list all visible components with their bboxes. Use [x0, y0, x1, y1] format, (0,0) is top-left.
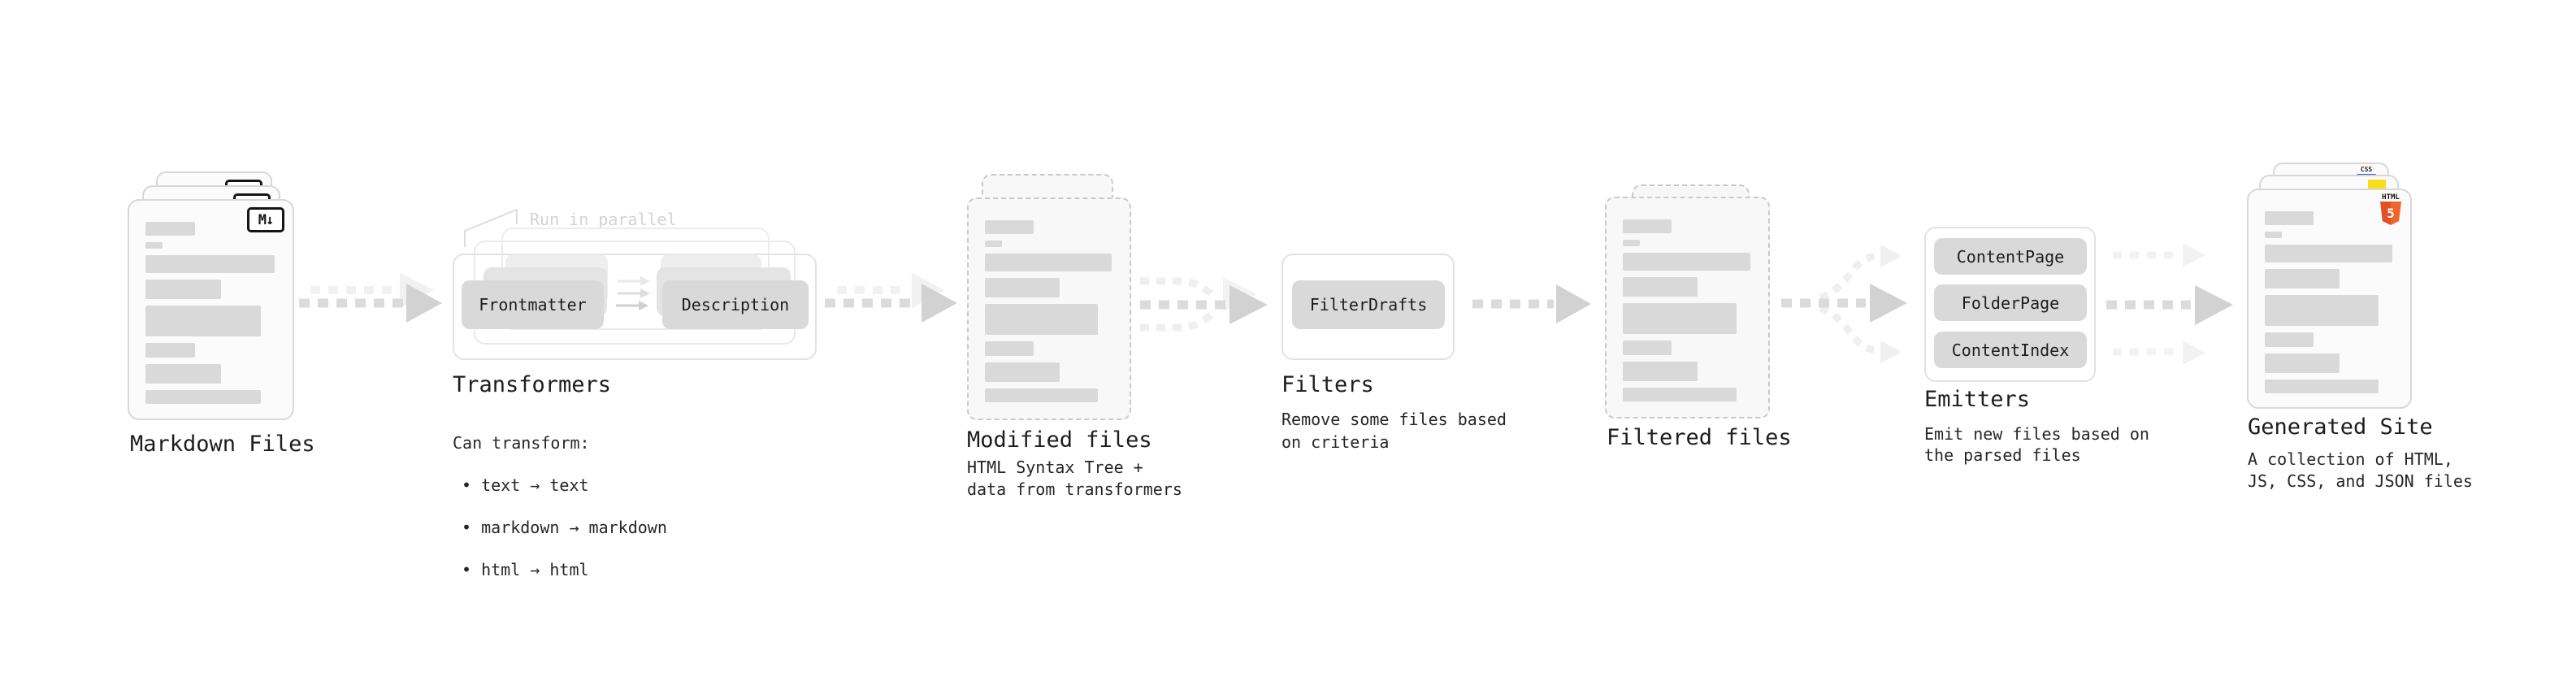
contentindex-chip: ContentIndex	[1934, 332, 2087, 368]
file-skeleton-lines	[985, 220, 1113, 409]
arrow-markdown-to-transformers	[299, 273, 442, 323]
modified-file-card	[967, 197, 1131, 420]
emitters-label: Emitters	[1924, 387, 2031, 412]
transformers-bullet: • html → html	[462, 560, 589, 579]
generated-site-desc: A collection of HTML, JS, CSS, and JSON …	[2248, 449, 2473, 491]
arrow-filters-to-filtered	[1472, 284, 1591, 323]
markdown-file-card: M↓	[128, 199, 294, 420]
transformers-desc-intro: Can transform:	[453, 433, 590, 453]
folderpage-chip: FolderPage	[1934, 284, 2087, 321]
modified-files-label: Modified files	[967, 427, 1152, 453]
markdown-files-label: Markdown Files	[130, 432, 315, 457]
transformers-bullet: • text → text	[462, 475, 589, 495]
arrow-transformers-to-modified	[825, 273, 957, 323]
filterdrafts-chip: FilterDrafts	[1292, 280, 1445, 329]
transformer-frame-front	[453, 254, 817, 360]
filtered-files-label: Filtered files	[1607, 425, 1792, 450]
arrow-emitters-to-site	[2106, 243, 2233, 365]
transformers-bullet: • markdown → markdown	[462, 518, 667, 537]
filters-label: Filters	[1281, 372, 1374, 397]
file-skeleton-lines	[145, 222, 276, 410]
site-file-card: HTML 5	[2247, 189, 2412, 409]
arrow-filtered-to-emitters	[1781, 245, 1907, 363]
file-skeleton-lines	[2265, 211, 2394, 400]
markdown-icon: M↓	[247, 207, 284, 232]
generated-site-label: Generated Site	[2248, 414, 2433, 440]
frontmatter-chip: Frontmatter	[462, 280, 604, 329]
filtered-file-card	[1605, 197, 1770, 419]
html5-icon: HTML 5	[2379, 193, 2402, 225]
filters-desc: Remove some files based on criteria	[1281, 410, 1507, 452]
modified-files-desc: HTML Syntax Tree + data from transformer…	[967, 458, 1182, 499]
transformers-label: Transformers	[453, 372, 612, 397]
description-chip: Description	[662, 280, 809, 329]
emitters-desc: Emit new files based on the parsed files	[1924, 424, 2149, 465]
transformers-desc: Can transform: • text → text • markdown …	[453, 411, 667, 580]
contentpage-chip: ContentPage	[1934, 238, 2087, 275]
file-skeleton-lines	[1623, 219, 1752, 408]
arrow-modified-to-filters	[1140, 277, 1268, 332]
run-in-parallel-label: Run in parallel	[530, 210, 677, 229]
